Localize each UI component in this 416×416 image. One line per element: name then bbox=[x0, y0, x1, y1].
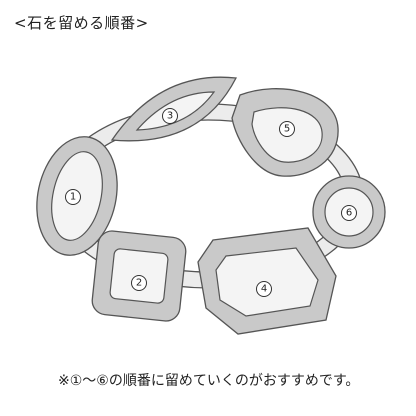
stone-1-number: 1 bbox=[65, 189, 81, 205]
svg-text:4: 4 bbox=[261, 284, 267, 295]
footnote: ※①〜⑥の順番に留めていくのがおすすめです。 bbox=[58, 373, 360, 389]
svg-text:1: 1 bbox=[70, 192, 76, 203]
svg-text:6: 6 bbox=[346, 208, 352, 219]
stone-5-number: 5 bbox=[279, 121, 295, 137]
stone-4 bbox=[197, 227, 337, 335]
stone-3-number: 3 bbox=[162, 108, 178, 124]
svg-text:5: 5 bbox=[284, 124, 290, 135]
stone-6-number: 6 bbox=[341, 205, 357, 221]
diagram-title: <石を留める順番> bbox=[14, 14, 149, 32]
stone-2-number: 2 bbox=[131, 275, 147, 291]
svg-text:3: 3 bbox=[167, 111, 173, 122]
stone-4-number: 4 bbox=[256, 281, 272, 297]
svg-text:2: 2 bbox=[136, 278, 142, 289]
